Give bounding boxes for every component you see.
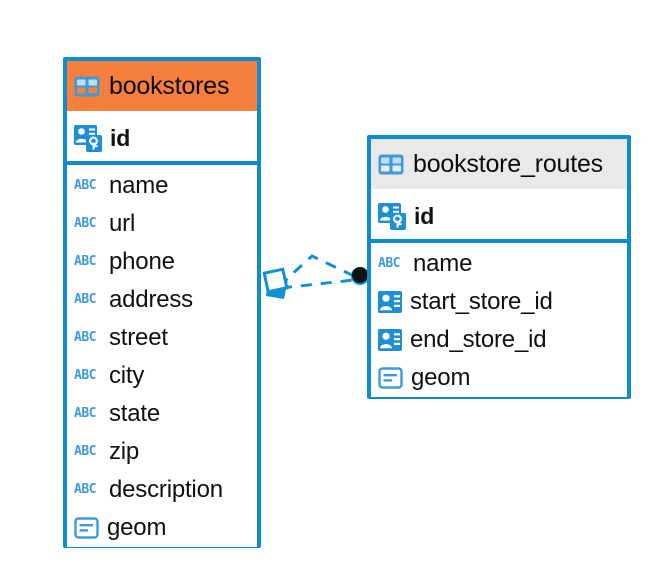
abc-icon: ABC: [74, 444, 96, 459]
entity-table-bookstore-routes[interactable]: bookstore_routes id: [367, 135, 631, 399]
field-row-id[interactable]: id: [67, 115, 257, 161]
field-label-geom: geom: [411, 364, 471, 391]
field-label-url: url: [109, 210, 136, 237]
abc-icon: ABC: [74, 330, 96, 345]
relationship-line-lower: [280, 278, 355, 290]
entity-keys-bookstores: id: [67, 111, 257, 165]
field-label-id: id: [414, 202, 435, 229]
diamond-endpoint[interactable]: [262, 267, 289, 299]
field-label-id: id: [110, 124, 131, 151]
field-label-zip: zip: [109, 438, 140, 465]
table-icon: [378, 154, 404, 174]
entity-title-bookstore-routes: bookstore_routes: [413, 149, 603, 178]
field-label-end-store-id: end_store_id: [410, 326, 547, 353]
circle-endpoint-core: [352, 267, 368, 283]
field-row-geom[interactable]: geom: [67, 509, 257, 547]
abc-icon: ABC: [74, 254, 96, 269]
field-label-address: address: [109, 286, 193, 313]
foreign-key-icon: [378, 291, 402, 313]
field-row-url[interactable]: ABC url: [67, 205, 257, 243]
field-row-name[interactable]: ABC name: [67, 167, 257, 205]
field-row-street[interactable]: ABC street: [67, 319, 257, 357]
field-label-state: state: [109, 400, 161, 427]
primary-key-icon: [378, 202, 406, 230]
field-row-start-store-id[interactable]: start_store_id: [371, 283, 627, 321]
field-row-address[interactable]: ABC address: [67, 281, 257, 319]
abc-icon: ABC: [74, 406, 96, 421]
relationship-line-upper: [277, 254, 355, 288]
field-label-name: name: [413, 250, 473, 277]
field-row-geom[interactable]: geom: [371, 359, 627, 397]
table-icon: [74, 76, 100, 96]
field-label-description: description: [109, 476, 223, 503]
diamond-endpoint-tail: [266, 274, 288, 299]
field-row-description[interactable]: ABC description: [67, 471, 257, 509]
entity-keys-bookstore-routes: id: [371, 189, 627, 243]
field-label-street: street: [109, 324, 168, 351]
blob-icon: [378, 367, 403, 389]
entity-title-bookstores: bookstores: [109, 71, 230, 100]
entity-header-bookstore-routes[interactable]: bookstore_routes: [371, 139, 627, 189]
blob-icon: [74, 517, 99, 539]
entity-fields-bookstores: ABC name ABC url ABC phone ABC address A…: [67, 165, 257, 547]
entity-table-bookstores[interactable]: bookstores id: [63, 57, 261, 548]
field-label-city: city: [109, 362, 145, 389]
diamond-endpoint-body: [262, 267, 289, 294]
field-row-end-store-id[interactable]: end_store_id: [371, 321, 627, 359]
abc-icon: ABC: [74, 178, 96, 193]
abc-icon: ABC: [74, 292, 96, 307]
entity-header-bookstores[interactable]: bookstores: [67, 61, 257, 111]
field-label-geom: geom: [107, 514, 167, 541]
field-label-name: name: [109, 172, 169, 199]
abc-icon: ABC: [74, 216, 96, 231]
field-row-phone[interactable]: ABC phone: [67, 243, 257, 281]
abc-icon: ABC: [378, 256, 400, 271]
entity-fields-bookstore-routes: ABC name start_store_id: [371, 243, 627, 397]
field-row-zip[interactable]: ABC zip: [67, 433, 257, 471]
field-label-start-store-id: start_store_id: [410, 288, 553, 315]
field-row-id[interactable]: id: [371, 193, 627, 239]
foreign-key-icon: [378, 329, 402, 351]
field-label-phone: phone: [109, 248, 175, 275]
field-row-name[interactable]: ABC name: [371, 245, 627, 283]
field-row-state[interactable]: ABC state: [67, 395, 257, 433]
primary-key-icon: [74, 124, 102, 152]
field-row-city[interactable]: ABC city: [67, 357, 257, 395]
abc-icon: ABC: [74, 368, 96, 383]
abc-icon: ABC: [74, 482, 96, 497]
